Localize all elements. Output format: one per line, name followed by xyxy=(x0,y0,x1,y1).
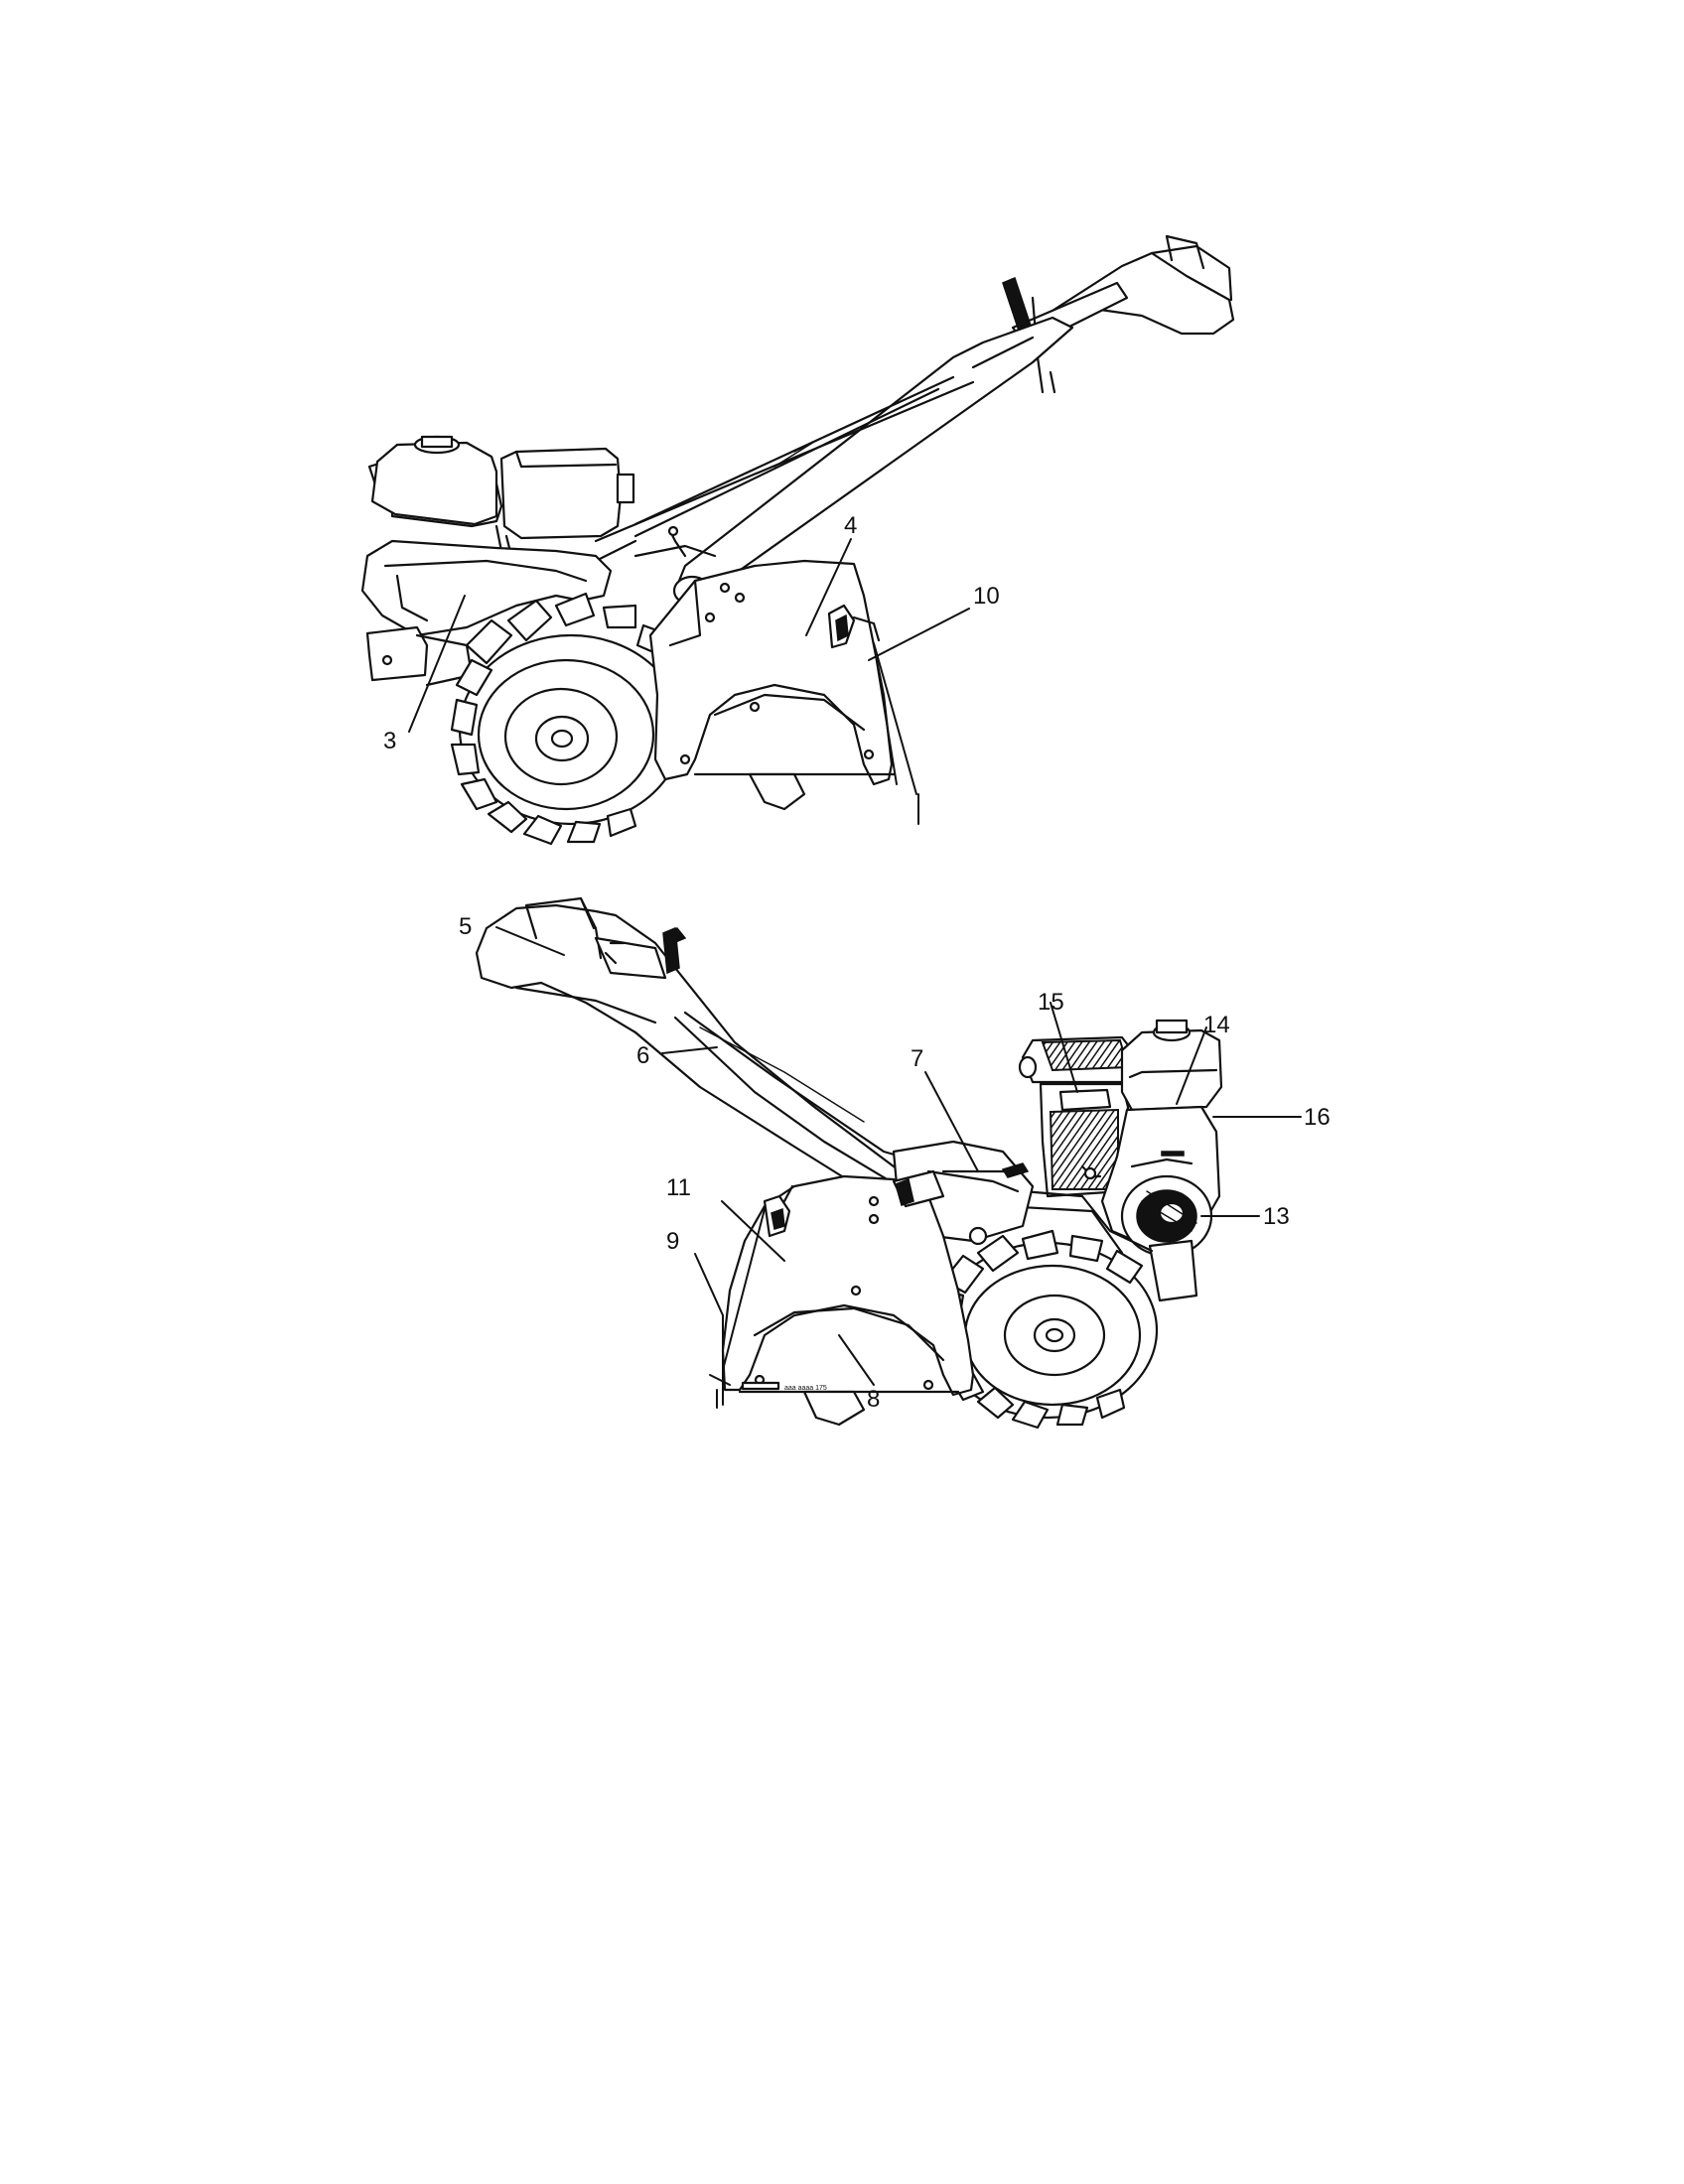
callout-11: 11 xyxy=(666,1174,691,1201)
callout-5: 5 xyxy=(459,913,472,940)
callout-labels: 3 4 10 5 6 7 15 14 16 13 11 9 8 xyxy=(383,512,1331,1413)
top-view-leaders xyxy=(408,538,970,825)
right-wheel xyxy=(936,1229,1159,1430)
callout-3: 3 xyxy=(383,728,396,754)
callout-15: 15 xyxy=(1038,989,1064,1016)
tine-hood-top xyxy=(633,525,896,811)
callout-14: 14 xyxy=(1203,1012,1230,1038)
callout-9: 9 xyxy=(666,1228,679,1255)
callout-6: 6 xyxy=(636,1042,649,1069)
tiller-left-view xyxy=(360,234,1235,846)
tiller-right-view: aaa aaaa 175 xyxy=(475,896,1302,1430)
callout-13: 13 xyxy=(1263,1203,1290,1230)
callout-10: 10 xyxy=(973,583,1000,610)
depth-bar-bracket-top xyxy=(365,625,474,687)
handle-assembly-top xyxy=(594,234,1235,610)
bottom-view-leaders xyxy=(495,926,1302,1409)
callout-8: 8 xyxy=(867,1386,880,1413)
left-wheel xyxy=(450,592,684,846)
tine-hood-bottom: aaa aaaa 175 xyxy=(721,1169,975,1427)
handle-assembly-bottom xyxy=(475,896,1015,1208)
hood-decal-text: aaa aaaa 175 xyxy=(784,1385,827,1392)
callout-16: 16 xyxy=(1304,1104,1331,1131)
engine-top xyxy=(367,435,637,563)
callout-4: 4 xyxy=(844,512,857,539)
callout-7: 7 xyxy=(911,1045,923,1072)
